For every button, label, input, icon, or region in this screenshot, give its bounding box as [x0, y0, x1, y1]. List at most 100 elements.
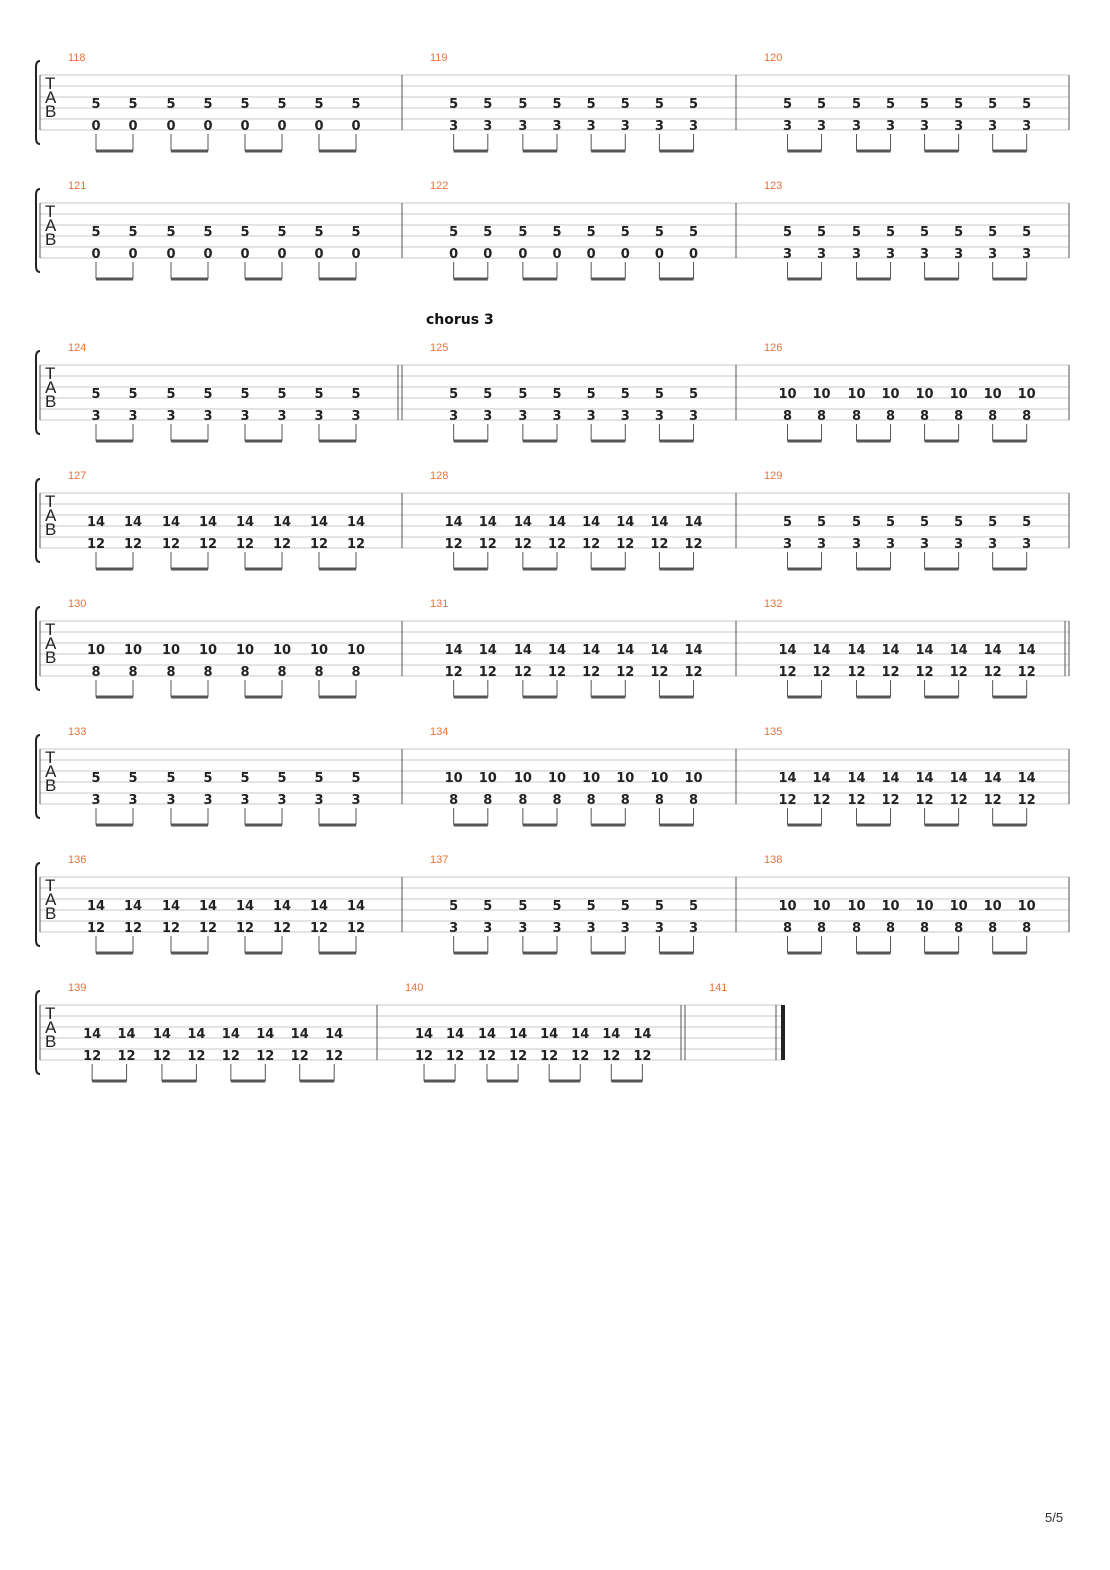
fret-number: 5	[954, 515, 963, 530]
tab-clef-letter: A	[45, 378, 57, 397]
tab-clef-letter: A	[45, 216, 57, 235]
fret-number: 10	[1018, 387, 1036, 402]
fret-number: 5	[240, 225, 249, 240]
measure-number: 140	[405, 982, 423, 994]
fret-number: 3	[203, 793, 212, 808]
fret-number: 5	[655, 899, 664, 914]
fret-number: 3	[449, 409, 458, 424]
fret-number: 3	[920, 247, 929, 262]
fret-number: 14	[571, 1027, 589, 1042]
fret-number: 10	[1018, 899, 1036, 914]
fret-number: 5	[587, 225, 596, 240]
fret-number: 14	[1018, 643, 1036, 658]
measure-number: 121	[68, 180, 86, 192]
fret-number: 12	[813, 793, 831, 808]
measure-number: 127	[68, 470, 86, 482]
fret-number: 14	[446, 1027, 464, 1042]
tab-clef-letter: B	[45, 102, 56, 121]
fret-number: 5	[166, 387, 175, 402]
fret-number: 5	[587, 899, 596, 914]
fret-number: 5	[314, 97, 323, 112]
fret-number: 14	[479, 643, 497, 658]
fret-number: 3	[277, 793, 286, 808]
fret-number: 5	[621, 225, 630, 240]
fret-number: 3	[240, 409, 249, 424]
fret-number: 3	[783, 247, 792, 262]
fret-number: 3	[449, 119, 458, 134]
measure-number: 135	[764, 726, 782, 738]
measure-number: 118	[68, 52, 86, 64]
fret-number: 14	[222, 1027, 240, 1042]
tab-clef-letter: A	[45, 88, 57, 107]
tab-clef-letter: B	[45, 776, 56, 795]
fret-number: 5	[483, 387, 492, 402]
tab-clef-letter: A	[45, 890, 57, 909]
fret-number: 0	[91, 247, 100, 262]
fret-number: 0	[314, 247, 323, 262]
fret-number: 14	[984, 643, 1002, 658]
fret-number: 8	[483, 793, 492, 808]
fret-number: 14	[478, 1027, 496, 1042]
fret-number: 12	[222, 1049, 240, 1064]
fret-number: 14	[256, 1027, 274, 1042]
fret-number: 0	[166, 119, 175, 134]
fret-number: 14	[310, 899, 328, 914]
fret-number: 3	[240, 793, 249, 808]
fret-number: 5	[277, 225, 286, 240]
fret-number: 5	[988, 225, 997, 240]
fret-number: 3	[483, 409, 492, 424]
fret-number: 14	[415, 1027, 433, 1042]
fret-number: 12	[87, 921, 105, 936]
fret-number: 3	[817, 119, 826, 134]
fret-number: 5	[587, 387, 596, 402]
fret-number: 12	[1018, 793, 1036, 808]
fret-number: 8	[587, 793, 596, 808]
fret-number: 12	[950, 793, 968, 808]
system-bracket	[35, 350, 41, 435]
fret-number: 5	[817, 97, 826, 112]
fret-number: 8	[91, 665, 100, 680]
measure-number: 119	[430, 52, 448, 64]
fret-number: 14	[916, 643, 934, 658]
fret-number: 12	[256, 1049, 274, 1064]
fret-number: 3	[351, 793, 360, 808]
fret-number: 5	[552, 899, 561, 914]
fret-number: 5	[277, 97, 286, 112]
fret-number: 12	[650, 537, 668, 552]
measure-number: 126	[764, 342, 782, 354]
fret-number: 12	[916, 665, 934, 680]
fret-number: 3	[1022, 247, 1031, 262]
fret-number: 10	[616, 771, 634, 786]
measure-number: 130	[68, 598, 86, 610]
fret-number: 3	[552, 409, 561, 424]
fret-number: 3	[621, 119, 630, 134]
fret-number: 5	[351, 387, 360, 402]
fret-number: 3	[128, 409, 137, 424]
fret-number: 12	[236, 537, 254, 552]
fret-number: 3	[954, 119, 963, 134]
fret-number: 12	[415, 1049, 433, 1064]
fret-number: 5	[449, 97, 458, 112]
fret-number: 0	[587, 247, 596, 262]
fret-number: 10	[847, 899, 865, 914]
measure-number: 139	[68, 982, 86, 994]
fret-number: 10	[273, 643, 291, 658]
fret-number: 0	[128, 119, 137, 134]
fret-number: 8	[817, 409, 826, 424]
tab-clef-letter: T	[45, 876, 55, 895]
fret-number: 3	[91, 793, 100, 808]
fret-number: 3	[988, 247, 997, 262]
fret-number: 14	[199, 899, 217, 914]
tab-clef-letter: B	[45, 1032, 56, 1051]
fret-number: 5	[518, 899, 527, 914]
fret-number: 0	[166, 247, 175, 262]
measure-number: 131	[430, 598, 448, 610]
fret-number: 12	[950, 665, 968, 680]
fret-number: 14	[685, 515, 703, 530]
fret-number: 12	[916, 793, 934, 808]
fret-number: 5	[783, 515, 792, 530]
measure-number: 132	[764, 598, 782, 610]
fret-number: 5	[203, 225, 212, 240]
fret-number: 12	[633, 1049, 651, 1064]
fret-number: 5	[988, 515, 997, 530]
